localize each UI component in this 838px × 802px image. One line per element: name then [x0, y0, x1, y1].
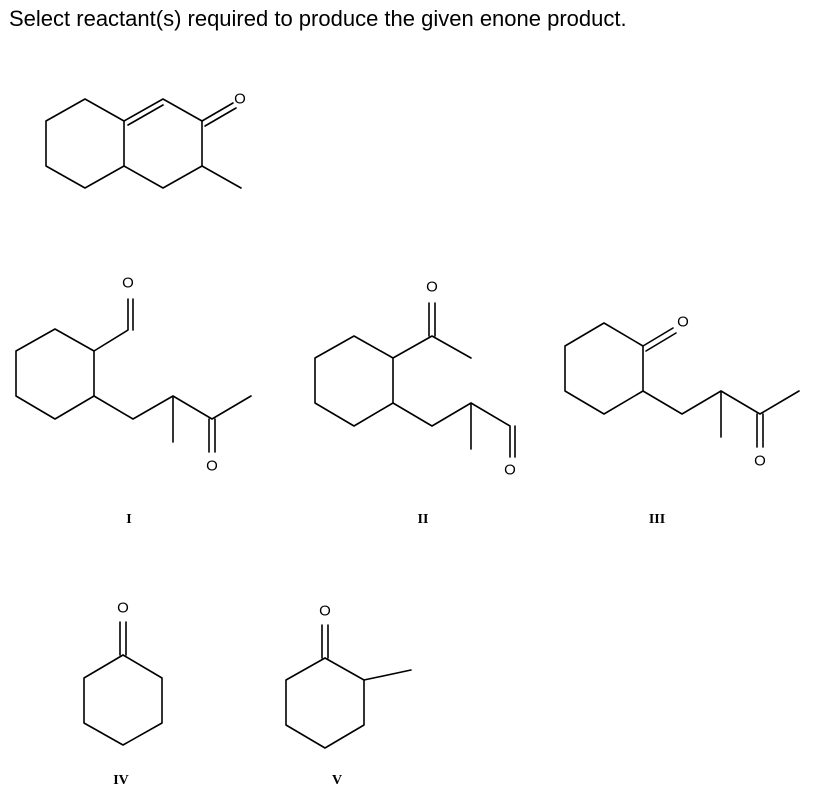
reactant-IV-label: IV: [113, 773, 129, 788]
oxygen-atom-label: O: [122, 275, 134, 292]
reactant-I-structure[interactable]: O O: [15, 275, 252, 475]
product-structure[interactable]: O: [45, 91, 246, 189]
oxygen-atom-label: O: [426, 279, 438, 296]
reactant-V-structure[interactable]: O: [285, 603, 412, 749]
oxygen-atom-label: O: [504, 462, 516, 479]
reactant-II-label: II: [418, 512, 429, 527]
reactant-III-label: III: [649, 512, 665, 527]
reactant-IV-structure[interactable]: O: [83, 600, 163, 746]
reactant-II-structure[interactable]: O O: [314, 279, 516, 479]
question-text: Select reactant(s) required to produce t…: [9, 6, 627, 31]
oxygen-atom-label: O: [319, 603, 331, 620]
oxygen-atom-label: O: [677, 314, 689, 331]
oxygen-atom-label: O: [206, 458, 218, 475]
reactant-I-label: I: [126, 512, 131, 527]
oxygen-atom-label: O: [754, 453, 766, 470]
oxygen-atom-label: O: [117, 600, 129, 617]
reactant-V-label: V: [332, 773, 342, 788]
reactant-III-structure[interactable]: O O: [564, 314, 800, 470]
oxygen-atom-label: O: [234, 91, 246, 108]
